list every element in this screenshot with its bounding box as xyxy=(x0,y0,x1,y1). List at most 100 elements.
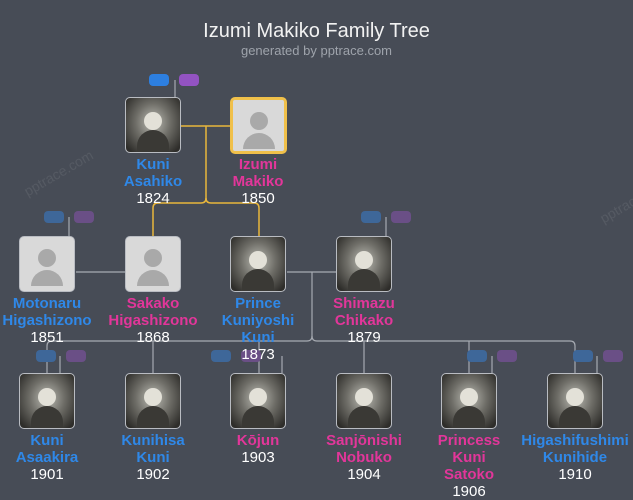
person-icon xyxy=(144,388,162,406)
person-name-line: Kuni xyxy=(452,449,486,466)
person-name-line: Shimazu xyxy=(333,295,395,312)
person-birth-year: 1902 xyxy=(136,466,170,483)
person-icon xyxy=(566,388,584,406)
mother-tag-motonaru-higashizono[interactable] xyxy=(74,211,94,223)
person-icon-body xyxy=(242,133,275,149)
person-birth-year: 1824 xyxy=(136,190,170,207)
mother-tag-kojun[interactable] xyxy=(241,350,261,362)
person-birth-year: 1901 xyxy=(30,466,64,483)
person-icon-body xyxy=(31,406,63,428)
person-icon xyxy=(460,388,478,406)
person-icon-body xyxy=(137,130,169,152)
person-placeholder-motonaru-higashizono[interactable] xyxy=(19,236,75,292)
person-birth-year: 1910 xyxy=(558,466,592,483)
father-tag-kojun[interactable] xyxy=(211,350,231,362)
father-tag-kuni-asahiko[interactable] xyxy=(149,74,169,86)
mother-tag-higashifushimi-kunihide[interactable] xyxy=(603,350,623,362)
person-icon-body xyxy=(348,269,380,291)
person-birth-year: 1903 xyxy=(241,449,275,466)
person-birth-year: 1879 xyxy=(347,329,381,346)
person-photo-higashifushimi-kunihide[interactable] xyxy=(547,373,603,429)
person-birth-year: 1850 xyxy=(241,190,275,207)
person-photo-kuni-asahiko[interactable] xyxy=(125,97,181,153)
person-placeholder-sakako-higashizono[interactable] xyxy=(125,236,181,292)
father-tag-kuni-asaakira[interactable] xyxy=(36,350,56,362)
mother-tag-kuni-asaakira[interactable] xyxy=(66,350,86,362)
person-name-line: Chikako xyxy=(334,312,394,329)
person-name-line: Kuniyoshi xyxy=(221,312,295,329)
person-birth-year: 1906 xyxy=(452,483,486,500)
person-icon xyxy=(144,249,162,267)
person-icon-body xyxy=(453,406,485,428)
father-tag-princess-kuni-satoko[interactable] xyxy=(467,350,487,362)
selected-lineage-lines xyxy=(152,125,260,236)
father-tag-motonaru-higashizono[interactable] xyxy=(44,211,64,223)
person-name-line: Asaakira xyxy=(15,449,79,466)
person-name-line: Kunihisa xyxy=(121,432,185,449)
mother-tag-shimazu-chikako[interactable] xyxy=(391,211,411,223)
person-photo-prince-kuniyoshi-kuni[interactable] xyxy=(230,236,286,292)
person-name-line: Kunihide xyxy=(542,449,608,466)
person-icon xyxy=(355,251,373,269)
person-icon xyxy=(144,112,162,130)
person-photo-shimazu-chikako[interactable] xyxy=(336,236,392,292)
person-birth-year: 1904 xyxy=(347,466,381,483)
person-birth-year: 1851 xyxy=(30,329,64,346)
person-name-line: Princess xyxy=(437,432,501,449)
mother-tag-princess-kuni-satoko[interactable] xyxy=(497,350,517,362)
person-photo-sanjonishi-nobuko[interactable] xyxy=(336,373,392,429)
person-icon xyxy=(249,112,268,130)
person-name-line: Satoko xyxy=(443,466,494,483)
person-name-line: Asahiko xyxy=(123,173,183,190)
person-name-line: Sanjōnishi xyxy=(326,432,402,449)
person-icon xyxy=(38,249,56,267)
father-tag-shimazu-chikako[interactable] xyxy=(361,211,381,223)
person-name-line: Prince xyxy=(235,295,281,312)
person-icon xyxy=(249,388,267,406)
person-icon-body xyxy=(31,270,63,286)
mother-tag-kuni-asahiko[interactable] xyxy=(179,74,199,86)
person-icon-body xyxy=(242,406,274,428)
person-photo-kunihisa-kuni[interactable] xyxy=(125,373,181,429)
person-icon xyxy=(355,388,373,406)
person-icon xyxy=(249,251,267,269)
person-name-line: Motonaru xyxy=(12,295,82,312)
person-icon-body xyxy=(559,406,591,428)
person-placeholder-izumi-makiko[interactable] xyxy=(230,97,287,154)
father-tag-higashifushimi-kunihide[interactable] xyxy=(573,350,593,362)
person-icon-body xyxy=(348,406,380,428)
person-icon xyxy=(38,388,56,406)
person-name-line: Izumi xyxy=(238,156,278,173)
person-photo-princess-kuni-satoko[interactable] xyxy=(441,373,497,429)
page-subtitle: generated by pptrace.com xyxy=(240,43,393,58)
person-name-line: Makiko xyxy=(232,173,284,190)
person-photo-kojun[interactable] xyxy=(230,373,286,429)
person-name-line: Kuni xyxy=(136,449,170,466)
person-name-line: Higashizono xyxy=(108,312,198,329)
person-name-line: Kōjun xyxy=(236,432,280,449)
person-birth-year: 1868 xyxy=(136,329,170,346)
person-photo-kuni-asaakira[interactable] xyxy=(19,373,75,429)
person-icon-body xyxy=(242,269,274,291)
person-name-line: Higashifushimi xyxy=(521,432,629,449)
person-name-line: Kuni xyxy=(30,432,64,449)
page-title: Izumi Makiko Family Tree xyxy=(203,20,430,42)
person-name-line: Kuni xyxy=(241,329,275,346)
person-name-line: Higashizono xyxy=(2,312,92,329)
person-icon-body xyxy=(137,406,169,428)
person-birth-year: 1873 xyxy=(241,346,275,363)
person-name-line: Kuni xyxy=(136,156,170,173)
